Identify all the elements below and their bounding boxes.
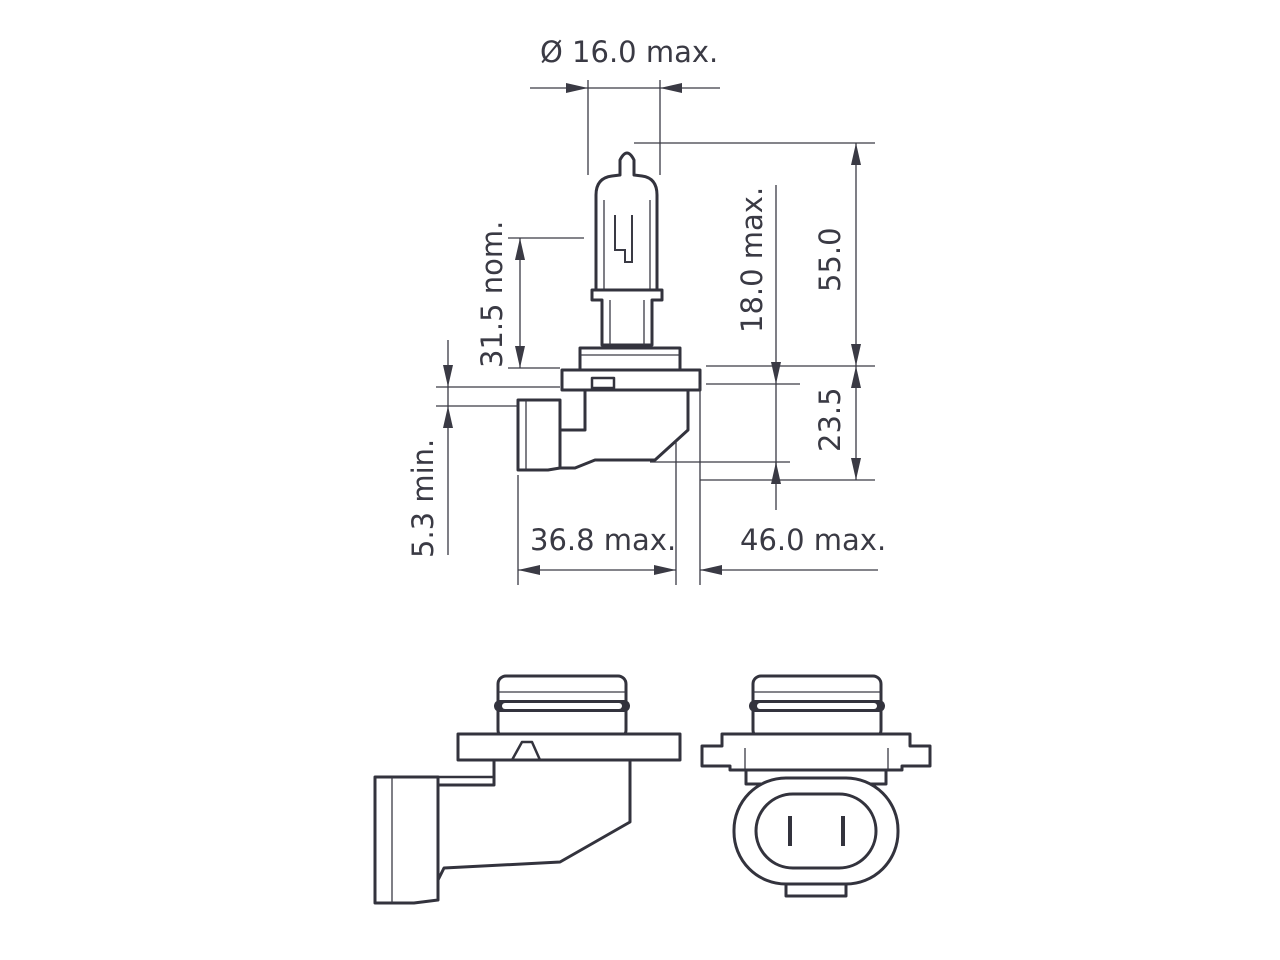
dim-base-height: 23.5 (813, 387, 847, 452)
base-front-view (700, 674, 932, 898)
dim-light-center: 31.5 nom. (475, 221, 509, 368)
base-offset-dimension: 5.3 min. (406, 340, 560, 558)
dim-total-height: 55.0 (813, 227, 847, 292)
total-height-dimension: 55.0 (634, 142, 875, 480)
light-center-dimension: 31.5 nom. (475, 221, 584, 369)
base-width-dimension: 36.8 max. (517, 440, 677, 585)
dim-total-width: 46.0 max. (740, 523, 886, 557)
diameter-dimension: Ø 16.0 max. (530, 35, 720, 175)
side-view-bulb (516, 151, 702, 472)
dim-base-width: 36.8 max. (530, 523, 676, 557)
dim-base-offset: 5.3 min. (406, 439, 440, 558)
base-height-dimension: 23.5 (650, 366, 875, 510)
base-side-view (373, 674, 682, 905)
total-width-dimension: 46.0 max. (699, 384, 886, 585)
dim-diameter: Ø 16.0 max. (540, 35, 718, 69)
lamp-height-dimension: 18.0 max. (706, 185, 875, 480)
dim-lamp-height: 18.0 max. (735, 187, 769, 333)
